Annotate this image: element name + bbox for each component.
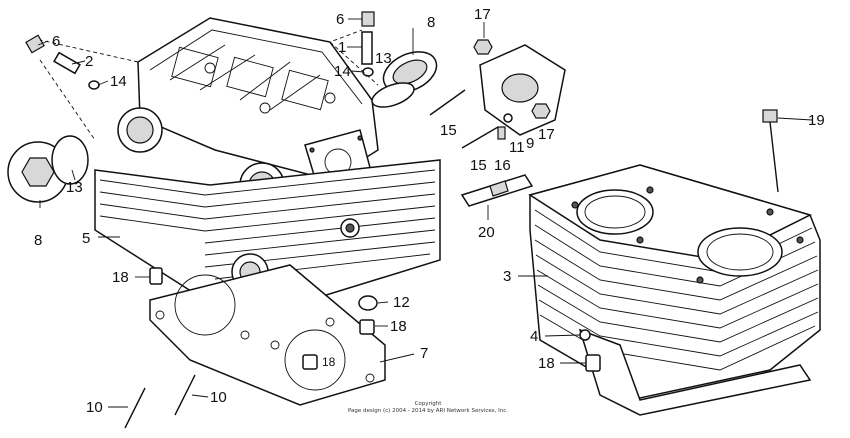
label-16: 16 — [494, 157, 511, 174]
stud-10-left — [124, 387, 146, 429]
bolt-16 — [497, 126, 506, 140]
cylinder-block — [528, 164, 821, 416]
o-ring-14-left — [88, 80, 100, 90]
label-9: 9 — [526, 135, 534, 152]
label-10-left: 10 — [86, 399, 103, 416]
label-14-top: 14 — [334, 63, 351, 80]
washer-11 — [503, 113, 513, 123]
label-5: 5 — [82, 230, 90, 247]
label-14-left: 14 — [110, 73, 127, 90]
part-1 — [361, 31, 373, 65]
dowel-18-b — [359, 319, 375, 335]
copyright-text: Page design (c) 2004 - 2014 by ARI Netwo… — [348, 408, 508, 414]
label-18-d: 18 — [538, 355, 555, 372]
label-12: 12 — [393, 294, 410, 311]
label-7: 7 — [420, 345, 428, 362]
o-ring-14-top — [362, 67, 374, 77]
stud-10-right — [174, 374, 196, 416]
label-15-upper: 15 — [440, 122, 457, 139]
label-17-right: 17 — [538, 126, 555, 143]
label-10-right: 10 — [210, 389, 227, 406]
label-8-right: 8 — [427, 14, 435, 31]
o-ring-12 — [358, 295, 378, 311]
head-gasket — [149, 264, 386, 406]
stud-15-lower — [461, 126, 499, 149]
label-3: 3 — [503, 268, 511, 285]
insulator-9 — [479, 44, 566, 136]
label-13-left: 13 — [66, 179, 83, 196]
label-6-top: 6 — [336, 11, 344, 28]
dowel-18-d — [585, 354, 601, 372]
stud-15-upper — [429, 89, 466, 116]
label-18-b: 18 — [390, 318, 407, 335]
label-1: 1 — [338, 39, 346, 56]
label-19: 19 — [808, 112, 825, 129]
dowel-18-a — [149, 267, 163, 285]
part-6-top — [361, 11, 375, 27]
label-20: 20 — [478, 224, 495, 241]
bolt-19 — [762, 109, 779, 193]
label-8-left: 8 — [34, 232, 42, 249]
label-18-c: 18 — [322, 355, 336, 369]
nut-17-top — [473, 39, 493, 55]
copyright-notice: Copyright Page design (c) 2004 - 2014 by… — [348, 401, 508, 414]
label-6-left: 6 — [52, 33, 60, 50]
nut-17-right — [531, 103, 551, 119]
part-labels: 6 2 14 6 1 14 13 8 17 15 15 16 11 9 17 1… — [34, 6, 825, 416]
o-ring-13-left — [51, 135, 89, 185]
label-4: 4 — [530, 328, 538, 345]
part-2 — [53, 51, 81, 75]
copyright-title: Copyright — [415, 401, 443, 407]
label-17-top: 17 — [474, 6, 491, 23]
part-4 — [579, 329, 591, 341]
label-15-lower: 15 — [470, 157, 487, 174]
label-11: 11 — [509, 139, 525, 156]
dowel-18-c — [302, 354, 318, 370]
leader-lines — [37, 18, 813, 408]
spark-plug-20 — [460, 174, 534, 207]
label-2: 2 — [85, 53, 93, 70]
cap-8-right — [382, 51, 438, 93]
o-ring-13-right — [371, 82, 415, 108]
label-18-a: 18 — [112, 269, 129, 286]
label-13-right: 13 — [375, 50, 392, 67]
cylinder-head — [94, 17, 441, 301]
